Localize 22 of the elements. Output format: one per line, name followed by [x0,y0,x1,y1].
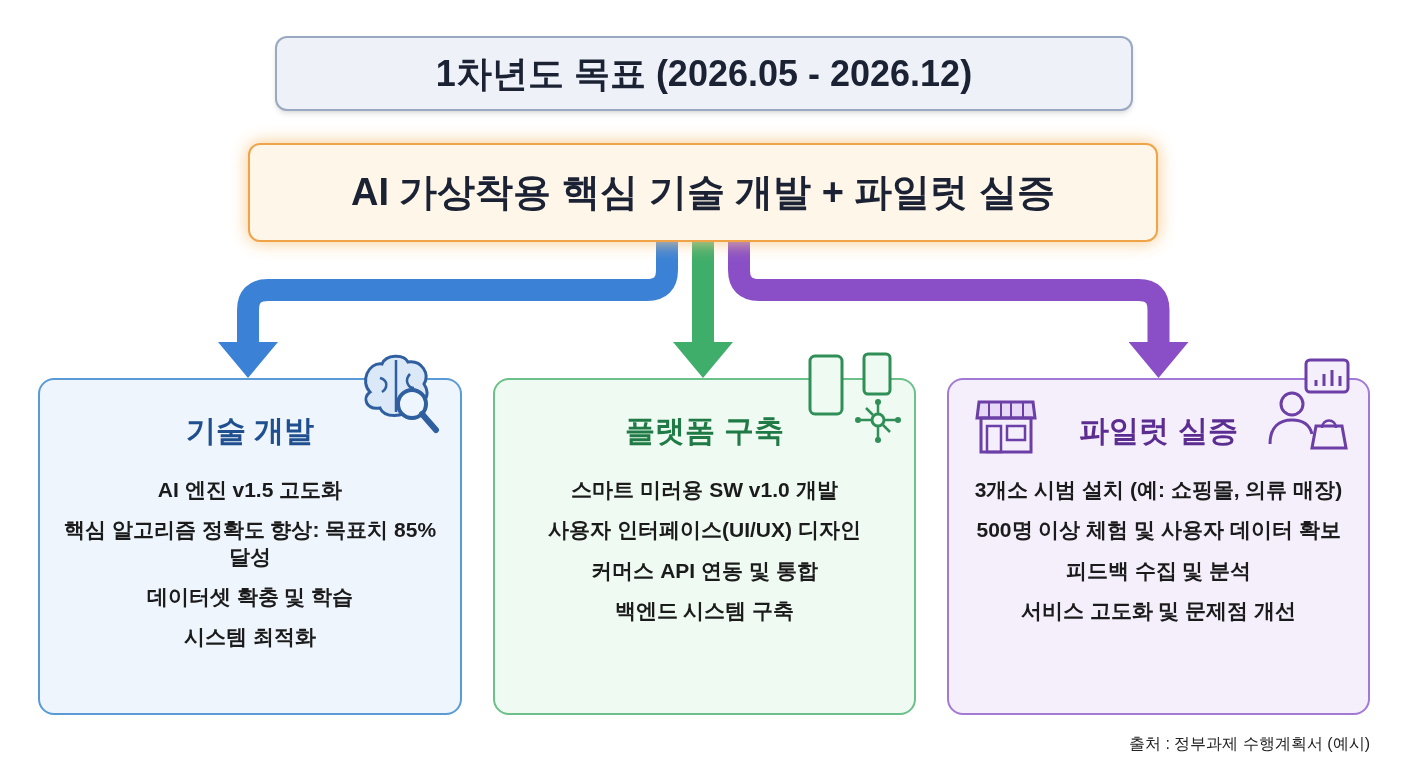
item-text: 핵심 알고리즘 정확도 향상: 목표치 85% 달성 [62,517,438,570]
goal-box [248,143,1158,242]
item-text: 500명 이상 체험 및 사용자 데이터 확보 [975,517,1342,544]
title-box [275,36,1133,111]
item-text: 데이터셋 확충 및 학습 [145,583,355,610]
heading-text: AI 가상착용 핵심 기술 개발 + 파일럿 실증 [350,170,1056,215]
item-text: 3개소 시범 설치 (예: 쇼핑몰, 의류 매장) [973,477,1344,503]
item-text: 시스템 최적화 [183,624,317,650]
item-text: 스마트 미러용 SW v1.0 개발 [570,477,839,503]
item-text: AI 엔진 v1.5 고도화 [156,477,344,503]
heading-text: 1차년도 목표 (2026.05 - 2026.12) [435,51,973,96]
card-heading: 기술 개발 [185,413,315,449]
source-caption: 출처 : 정부과제 수행계획서 (예시) [1129,734,1370,754]
card-heading: 플랫폼 구축 [625,413,784,449]
item-text: 커머스 API 연동 및 통합 [590,557,819,584]
item-text: 백엔드 시스템 구축 [613,597,796,624]
arrow [728,242,1189,378]
item-text: 서비스 고도화 및 문제점 개선 [1019,597,1298,624]
item-text: 사용자 인터페이스(UI/UX) 디자인 [547,517,862,544]
item-text: 피드백 수집 및 분석 [1064,557,1253,584]
card-heading: 파일럿 실증 [1079,413,1238,449]
arrow [218,242,678,378]
